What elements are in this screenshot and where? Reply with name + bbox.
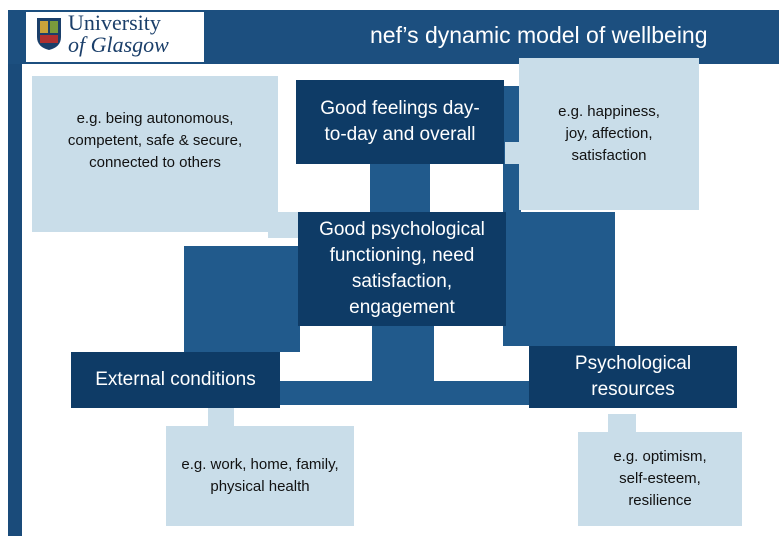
psychological-resources-node: Psychological resources [529,346,737,408]
external-conditions-node: External conditions [71,352,280,408]
external-conditions-label: External conditions [95,369,256,390]
connector-top-vertical [370,164,430,214]
good-functioning-node: Good psychological functioning, need sat… [298,212,506,326]
good-functioning-label: Good psychological functioning, need sat… [319,219,485,318]
callout-tail [208,408,234,428]
feelings-examples-callout: e.g. happiness, joy, affection, satisfac… [519,58,699,210]
good-feelings-node: Good feelings day-to-day and overall [296,80,504,164]
callout-tail [505,142,523,164]
slide-title: nef’s dynamic model of wellbeing [370,22,708,48]
resources-examples-callout: e.g. optimism, self-esteem, resilience [578,432,742,526]
connector-right-vertical [503,212,615,346]
left-accent-bar [8,64,22,536]
external-examples-text: e.g. work, home, family, physical health [181,456,339,495]
psychological-resources-label: Psychological resources [574,353,692,400]
external-examples-callout: e.g. work, home, family, physical health [166,426,354,526]
crest-icon [37,18,61,50]
callout-tail [608,414,636,436]
functioning-examples-text: e.g. being autonomous, competent, safe &… [67,110,243,171]
good-feelings-label: Good feelings day-to-day and overall [320,98,480,145]
connector-bottom-horizontal [280,381,534,405]
university-name-line1: University [68,10,161,35]
feelings-examples-text: e.g. happiness, joy, affection, satisfac… [558,103,660,164]
university-name-line2: of Glasgow [68,32,169,57]
functioning-examples-callout: e.g. being autonomous, competent, safe &… [32,76,278,232]
resources-examples-text: e.g. optimism, self-esteem, resilience [613,448,707,509]
connector-left-vertical [184,246,300,352]
connector-bottom-vertical [372,326,434,382]
